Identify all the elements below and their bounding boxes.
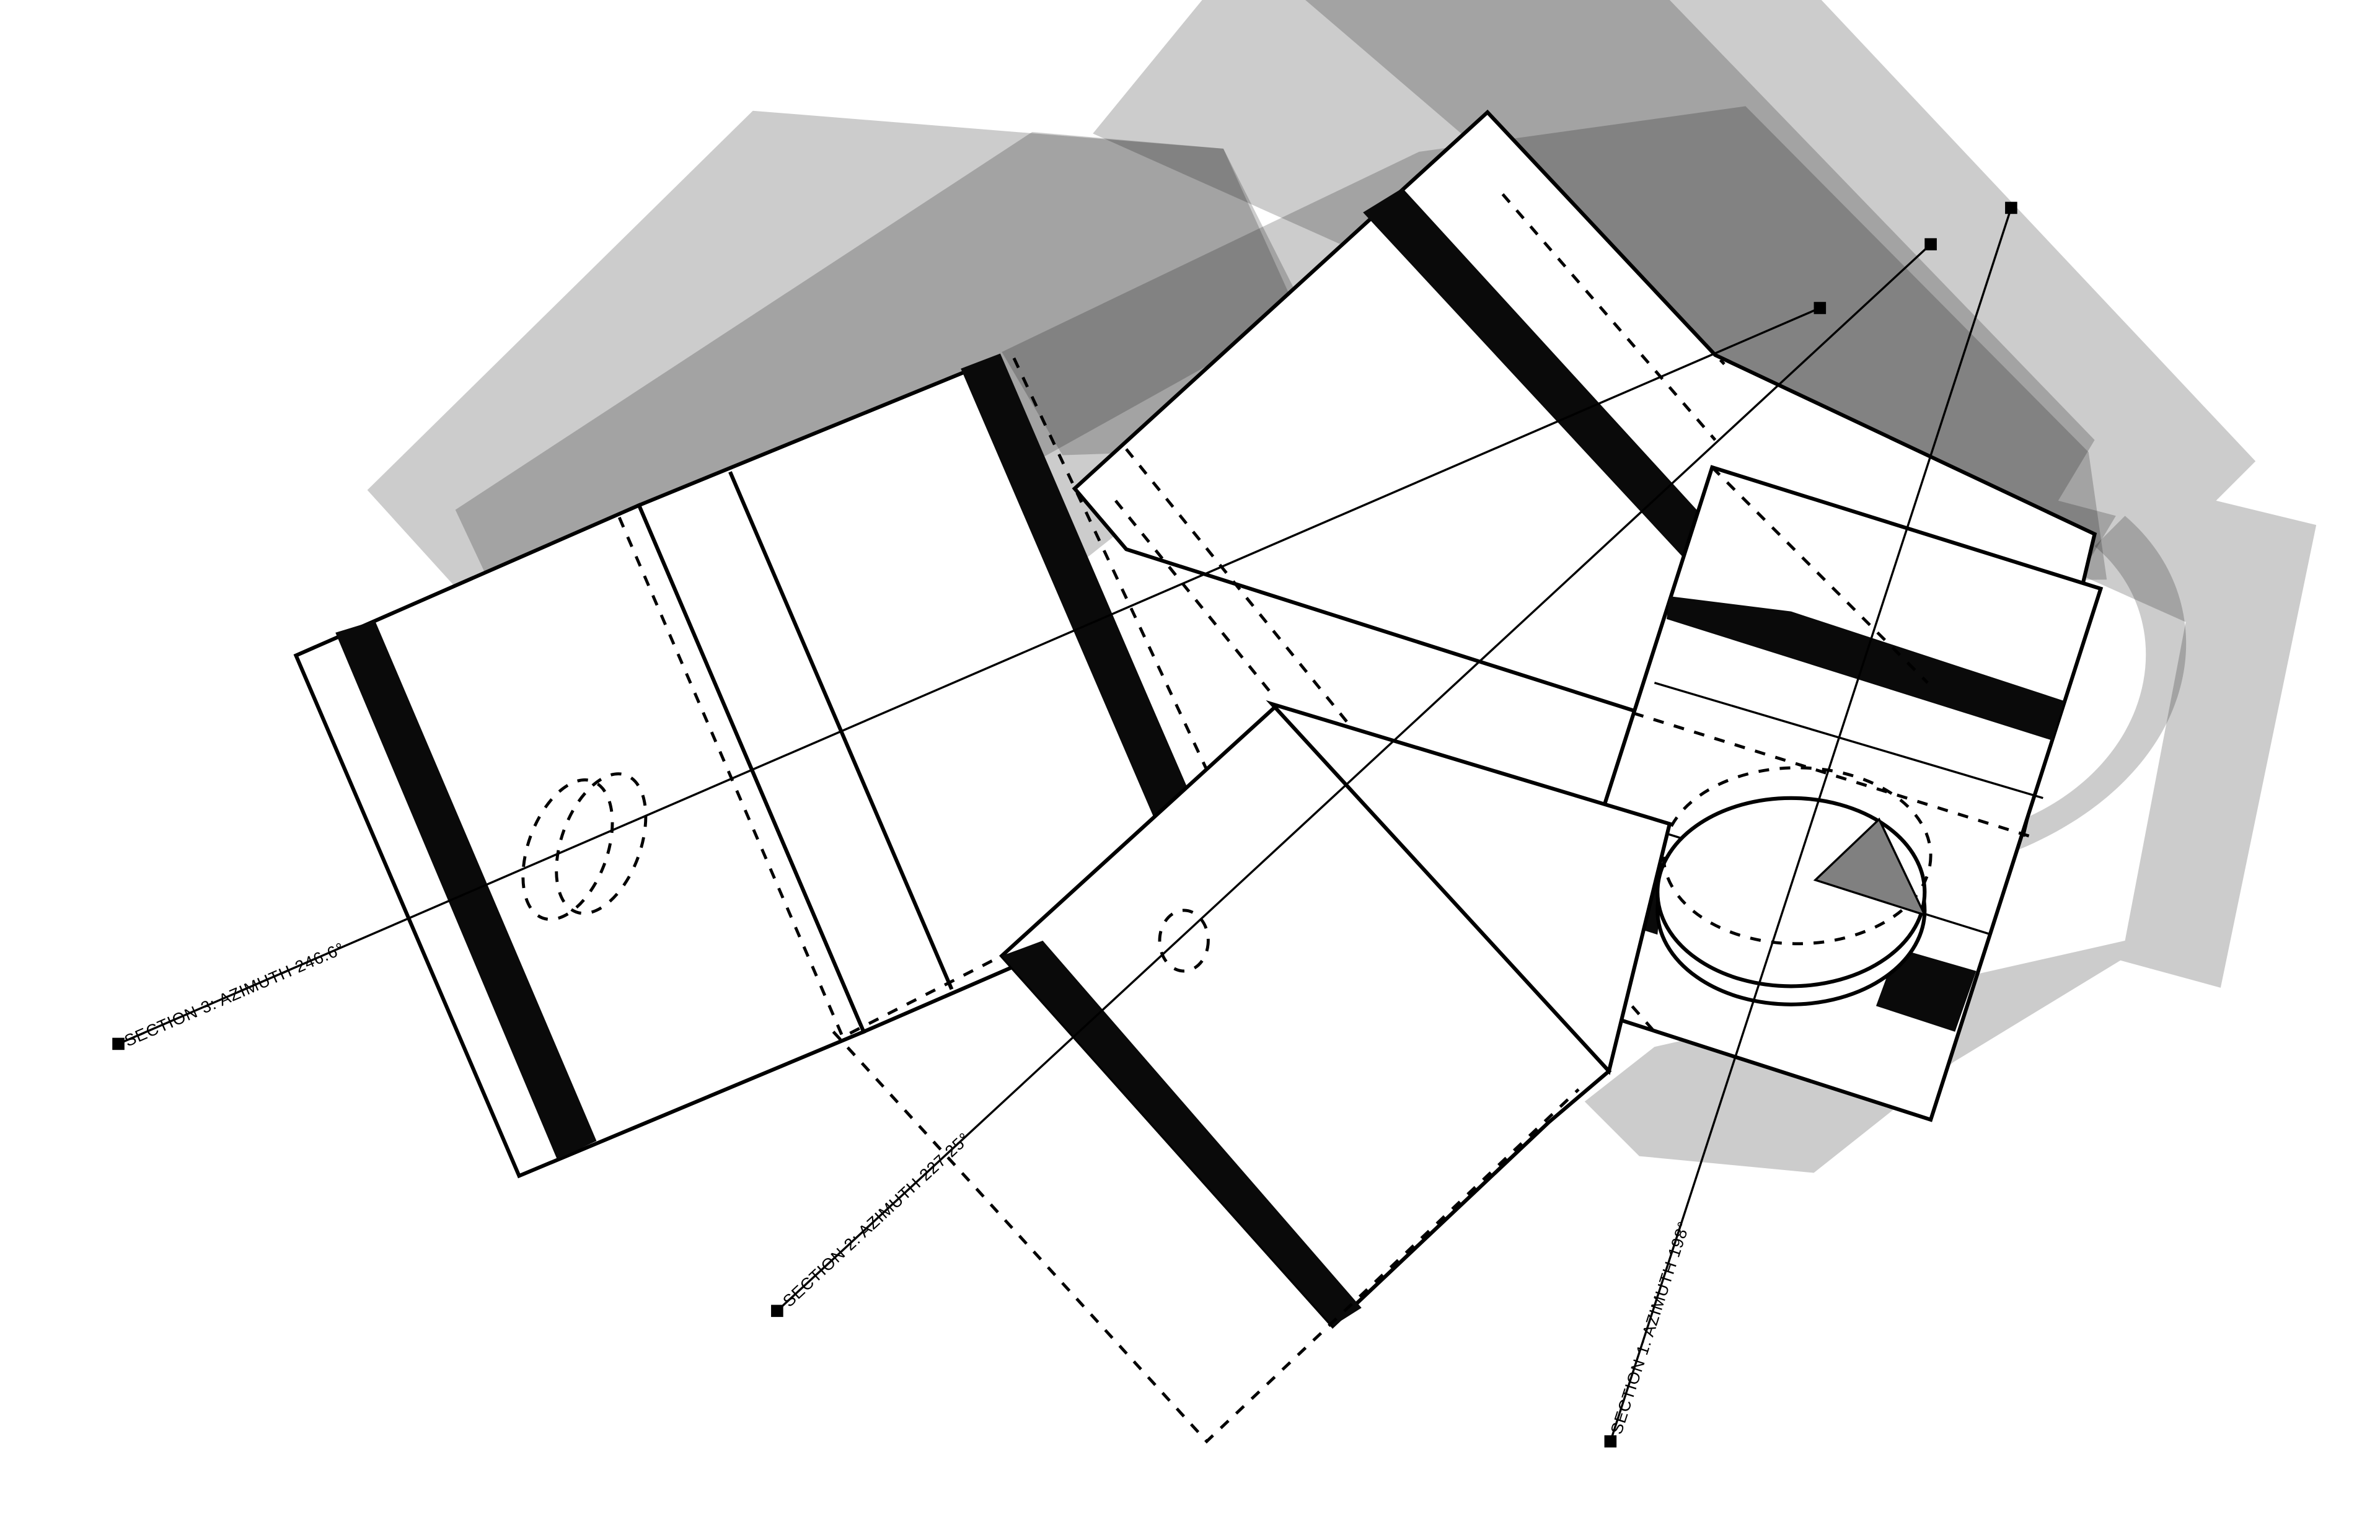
shadow-polygon-left-inner [455, 132, 1306, 607]
block-right-horizontal-1 [1654, 682, 2043, 799]
section-2-start-marker [771, 1305, 783, 1318]
cylinder-gray-wedge [1813, 817, 1927, 917]
section-2-end-marker [1924, 238, 1937, 250]
block-right-right-black-band [1875, 948, 1977, 1032]
section-3-label: SECTION 3: AZIMUTH 246.6° [121, 939, 347, 1050]
block-left-dashed-line [617, 516, 844, 1037]
ellipse-marker-left [521, 778, 614, 922]
section-lines [112, 201, 2017, 1448]
block-center-dashed-connector [849, 954, 1003, 1035]
block-upper-dashed-edge [1486, 111, 1726, 366]
section-2-label: SECTION 2: AZIMUTH 227.25° [779, 1129, 974, 1311]
section-3-start-marker [112, 1037, 125, 1050]
section-1-label: SECTION 1: AZIMUTH 198° [1607, 1219, 1694, 1437]
section-1-line [1609, 207, 2012, 1442]
section-1-start-marker [1604, 1435, 1617, 1448]
block-right-top-black-band [1666, 596, 2065, 741]
triangle-shape [1266, 700, 1672, 1075]
block-right [1541, 465, 2104, 1122]
ellipse-marker-left-2 [555, 772, 648, 915]
shadow-arc [2003, 516, 2187, 850]
block-middle-dashed-line [1012, 357, 1250, 858]
section-3-line [118, 307, 1821, 1045]
block-center-black-band [1002, 940, 1362, 1326]
section-3-end-marker [1814, 302, 1827, 314]
cylinder-dashed-ellipse [1662, 766, 1933, 946]
section-1-end-marker [2005, 201, 2017, 214]
section-2-line [776, 243, 1932, 1312]
block-middle-black-band [961, 353, 1223, 888]
block-center-dashed-outline [832, 1031, 1580, 1444]
ellipse-marker-center [1158, 909, 1210, 973]
block-right-dashed-horizontal [1633, 711, 2035, 839]
block-left-black-band [335, 620, 597, 1159]
block-center [832, 704, 1612, 1444]
block-right-dashed-diagonal [1711, 466, 1929, 684]
shadow-polygon-top [1093, 0, 2317, 1173]
block-left [293, 353, 1250, 1179]
block-upper-black-band [1363, 188, 1791, 631]
shadow-polygon-left [367, 110, 1324, 638]
